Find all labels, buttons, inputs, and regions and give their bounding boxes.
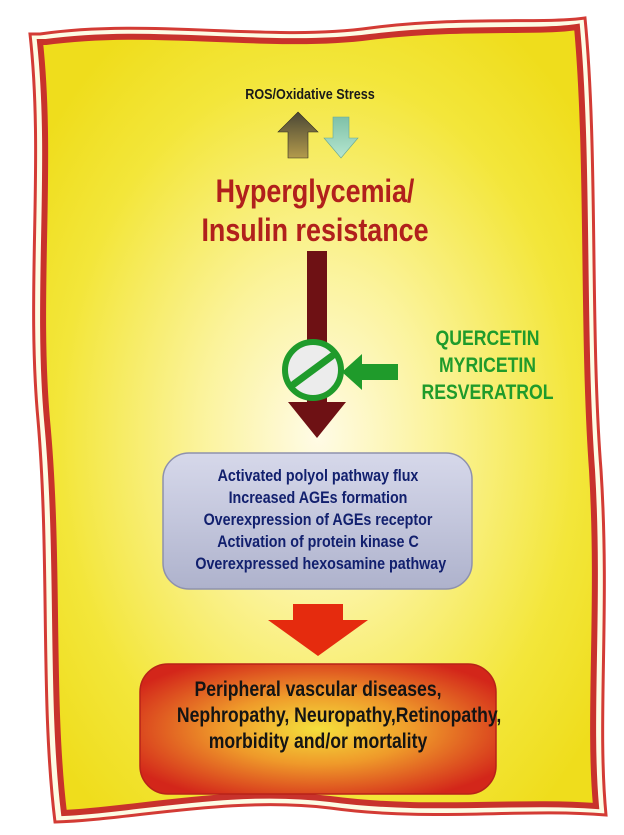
mechanism-item: Activated polyol pathway flux (217, 466, 419, 485)
inhibitor-item: QUERCETIN (435, 327, 540, 350)
mechanism-item: Activation of protein kinase C (217, 532, 419, 551)
mechanisms-box (162, 452, 473, 590)
red-down-arrow (268, 604, 368, 656)
central-condition-line1: Hyperglycemia/ (215, 173, 415, 209)
inhibitor-list: QUERCETIN MYRICETIN RESVERATROL (397, 325, 578, 406)
central-condition-title: Hyperglycemia/ Insulin resistance (176, 172, 453, 250)
outcome-item: Peripheral vascular diseases, (194, 678, 442, 701)
inhibition-symbol-icon (282, 339, 344, 401)
outcome-list: Peripheral vascular diseases, Nephropath… (176, 677, 502, 755)
inhibitor-arrow (342, 354, 398, 390)
outcome-box (139, 663, 497, 795)
central-condition-line2: Insulin resistance (201, 212, 429, 248)
inhibitor-item: MYRICETIN (438, 354, 537, 377)
mechanism-list: Activated polyol pathway flux Increased … (195, 465, 447, 575)
outcome-item: Nephropathy, Neuropathy,Retinopathy, (176, 704, 502, 727)
mechanism-item: Overexpressed hexosamine pathway (195, 554, 447, 573)
down-arrow-icon (323, 116, 359, 159)
mechanism-item: Increased AGEs formation (228, 488, 408, 507)
ros-label: ROS/Oxidative Stress (245, 86, 375, 103)
mechanism-item: Overexpression of AGEs receptor (203, 510, 433, 529)
outcome-item: morbidity and/or mortality (208, 730, 428, 753)
inhibitor-item: RESVERATROL (421, 381, 554, 404)
up-arrow-icon (277, 111, 319, 159)
